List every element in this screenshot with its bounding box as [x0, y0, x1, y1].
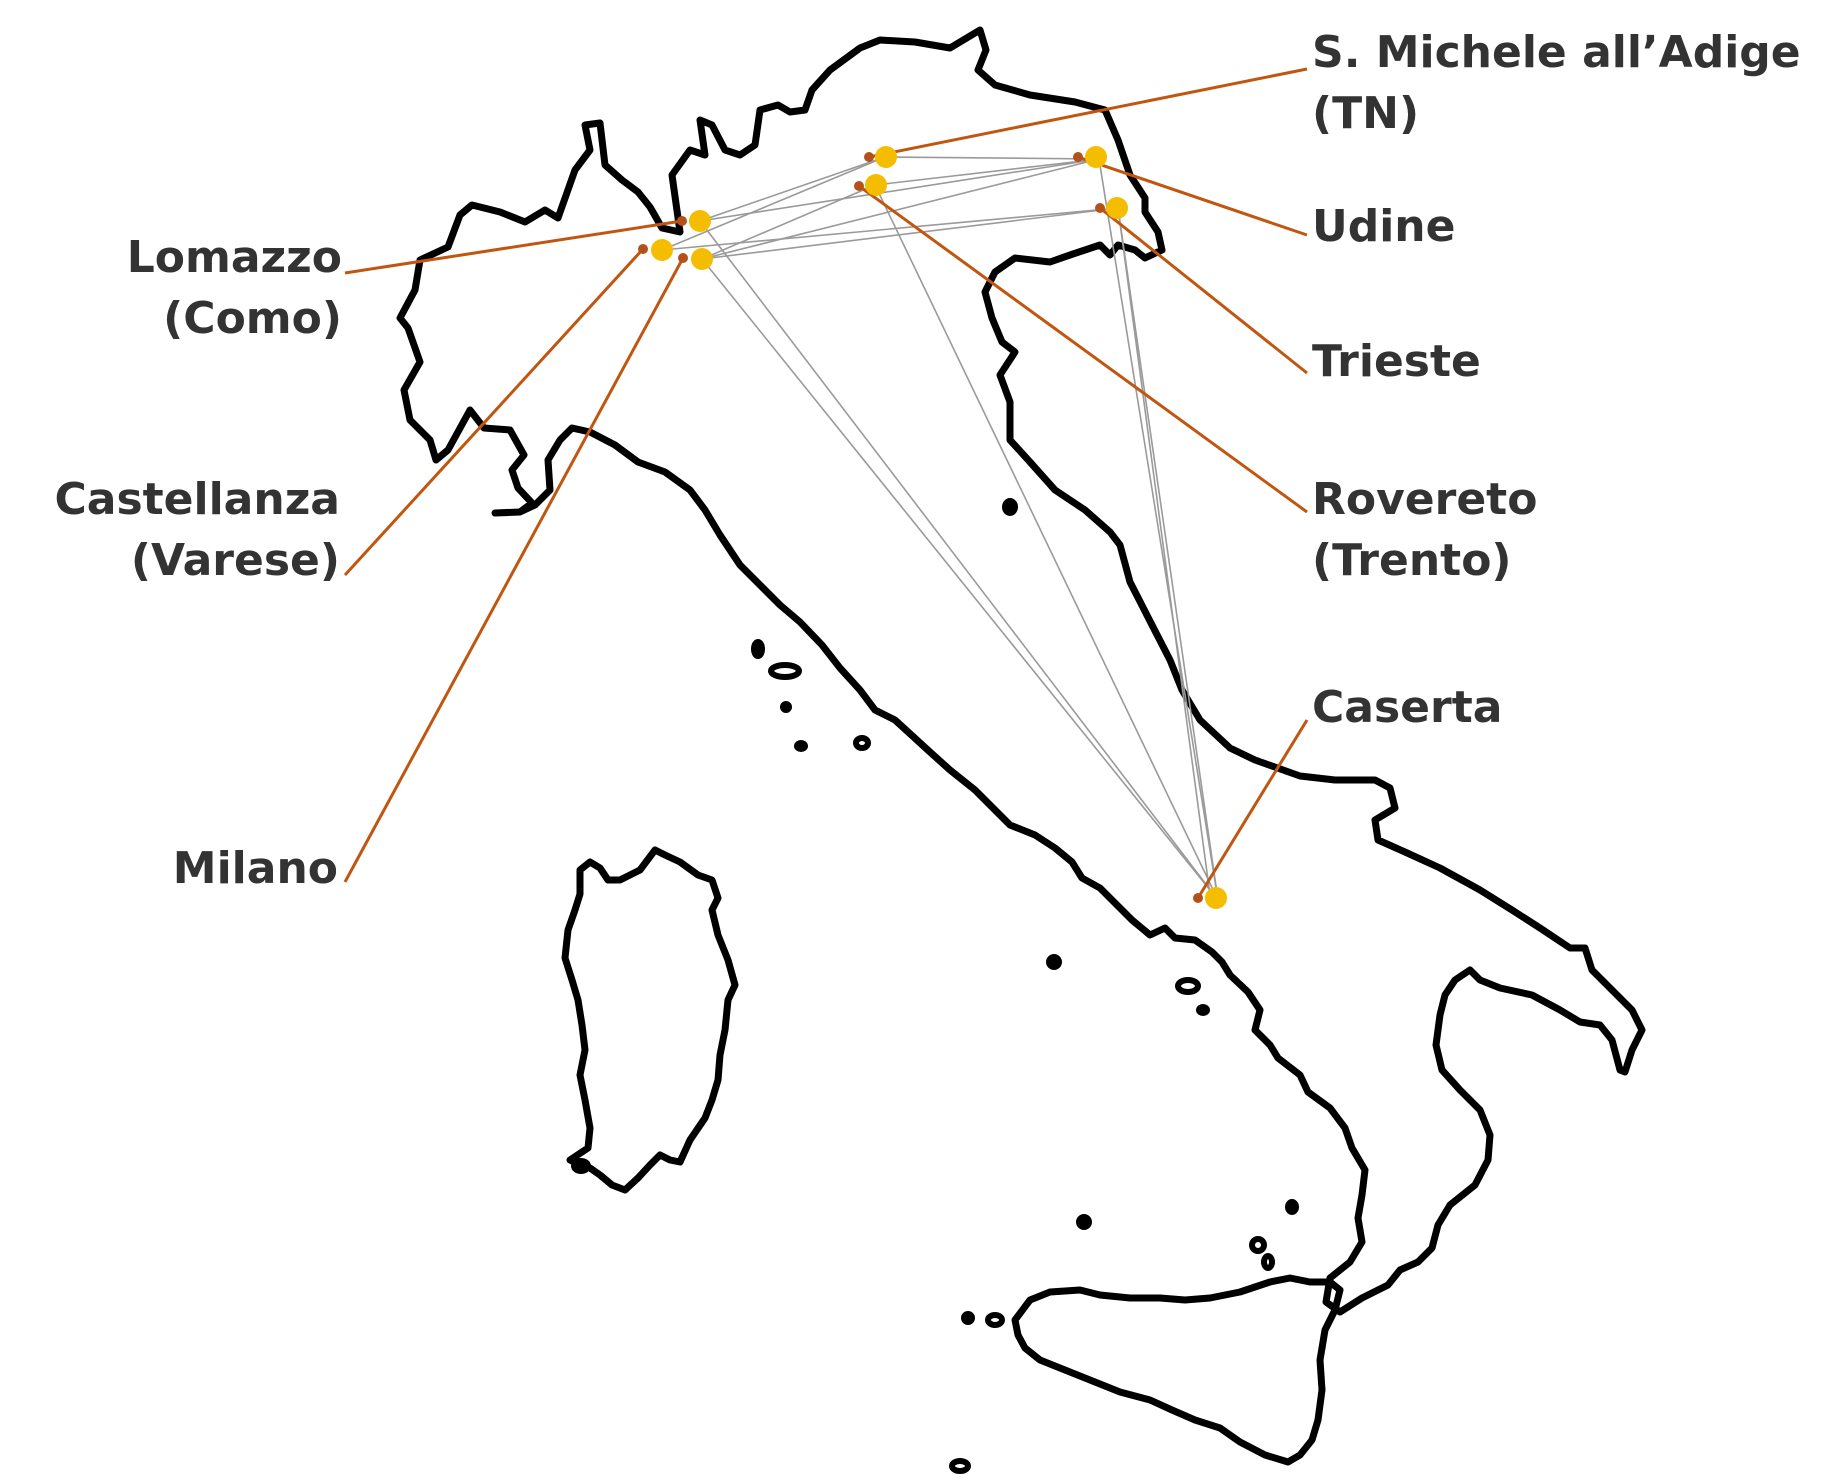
label-castellanza-line1[interactable]: Castellanza	[54, 474, 340, 525]
marker-rovereto-anchor	[854, 181, 864, 191]
marker-trieste[interactable]	[1106, 197, 1128, 219]
network-line	[661, 207, 1119, 251]
network-line	[884, 156, 1100, 160]
mainland-coastline	[396, 26, 1646, 1316]
marker-san-michele[interactable]	[875, 146, 897, 168]
island-asinara	[571, 1158, 591, 1174]
network-line	[699, 220, 1219, 901]
site-markers	[638, 146, 1227, 909]
leader-trieste	[1099, 206, 1308, 375]
island-tremiti	[1002, 498, 1018, 516]
label-caserta[interactable]: Caserta	[1312, 682, 1502, 733]
network-line	[661, 156, 886, 251]
marker-castellanza[interactable]	[651, 239, 673, 261]
network-line	[1117, 207, 1219, 901]
island-ischia	[1175, 977, 1201, 995]
marker-castellanza-anchor	[638, 244, 648, 254]
island-pantelleria	[949, 1458, 971, 1474]
network-line	[701, 158, 1100, 260]
network-line	[699, 156, 886, 222]
network-connections	[661, 156, 1219, 901]
small-islands	[571, 498, 1299, 1474]
leader-san-michele	[868, 67, 1308, 159]
network-line	[1117, 207, 1211, 896]
marker-udine[interactable]	[1085, 146, 1107, 168]
marker-rovereto[interactable]	[865, 174, 887, 196]
label-castellanza-line2[interactable]: (Varese)	[131, 535, 340, 586]
leader-udine	[1077, 155, 1308, 237]
island-pianosa	[780, 701, 792, 713]
leader-milano	[343, 257, 685, 883]
leader-castellanza	[343, 247, 645, 577]
island-montecristo	[794, 740, 808, 752]
network-line	[699, 158, 1100, 222]
island-elba	[768, 662, 802, 680]
network-line	[701, 258, 1219, 901]
network-line	[701, 207, 1119, 260]
labels-right: S. Michele all’Adige (TN) Udine Trieste …	[1312, 27, 1801, 733]
island-egadi-1	[961, 1311, 975, 1325]
leader-rovereto	[858, 184, 1308, 514]
island-capraia	[751, 639, 765, 659]
marker-trieste-anchor	[1095, 203, 1105, 213]
network-line	[701, 184, 876, 260]
labels-left: Lomazzo (Como) Castellanza (Varese) Mila…	[54, 232, 342, 894]
island-stromboli	[1285, 1199, 1299, 1215]
label-udine[interactable]: Udine	[1312, 201, 1455, 252]
sicily-coastline	[1011, 1274, 1344, 1466]
leader-lines	[343, 67, 1309, 899]
label-san-michele-line2[interactable]: (TN)	[1312, 88, 1419, 139]
network-line	[874, 158, 1100, 186]
leader-caserta	[1196, 719, 1309, 899]
label-lomazzo-line1[interactable]: Lomazzo	[127, 232, 342, 283]
marker-udine-anchor	[1073, 152, 1083, 162]
marker-caserta-anchor	[1193, 893, 1203, 903]
network-line	[1098, 158, 1219, 901]
island-lipari	[1249, 1236, 1267, 1254]
network-line	[874, 184, 1219, 901]
label-lomazzo-line2[interactable]: (Como)	[163, 293, 342, 344]
marker-milano[interactable]	[691, 248, 713, 270]
marker-lomazzo[interactable]	[689, 210, 711, 232]
island-ponza	[1046, 954, 1062, 970]
island-ustica	[1076, 1214, 1092, 1230]
leader-lomazzo	[344, 219, 683, 275]
marker-milano-anchor	[678, 253, 688, 263]
island-vulcano	[1261, 1253, 1275, 1271]
marker-caserta[interactable]	[1205, 887, 1227, 909]
island-giglio	[853, 735, 871, 751]
marker-lomazzo-anchor	[677, 216, 687, 226]
label-trieste[interactable]: Trieste	[1312, 336, 1481, 387]
island-capri	[1196, 1004, 1210, 1016]
label-rovereto-line2[interactable]: (Trento)	[1312, 535, 1512, 586]
label-milano[interactable]: Milano	[173, 843, 338, 894]
marker-san-michele-anchor	[864, 152, 874, 162]
label-san-michele-line1[interactable]: S. Michele all’Adige	[1312, 27, 1801, 78]
sardinia-coastline	[561, 846, 739, 1194]
label-rovereto-line1[interactable]: Rovereto	[1312, 474, 1537, 525]
island-egadi-2	[985, 1312, 1005, 1328]
